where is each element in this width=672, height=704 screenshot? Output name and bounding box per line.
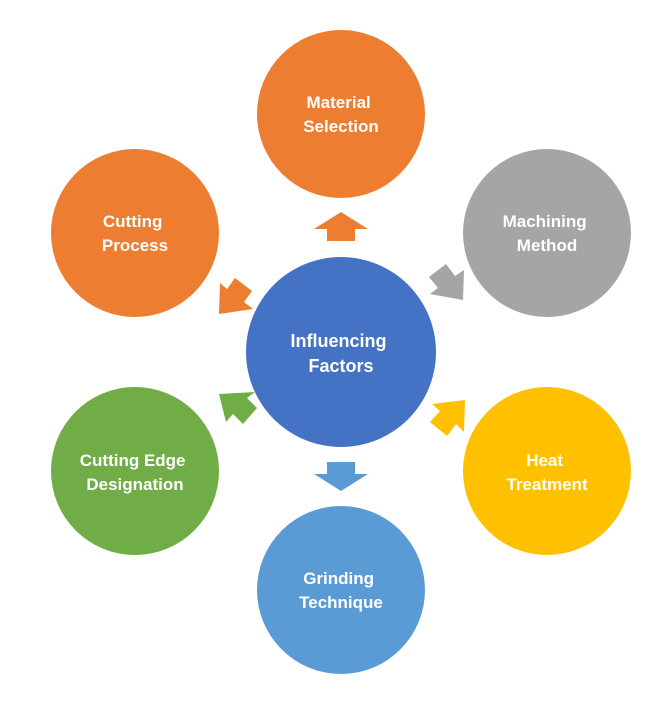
node-label-line: Grinding (303, 569, 374, 588)
node-label-line: Treatment (506, 475, 588, 494)
node-cutting-edge-designation: Cutting Edge Designation (51, 387, 219, 555)
node-grinding-technique: Grinding Technique (257, 506, 425, 674)
svg-text:Grinding Technique: Grinding Technique (299, 569, 383, 612)
svg-text:Material Selection: Material Selection (303, 93, 379, 136)
arrow-to-grinding-technique (314, 462, 368, 491)
node-label-line: Cutting Edge (80, 451, 186, 470)
arrow-to-machining-method (429, 264, 464, 300)
svg-text:Heat Treatment: Heat Treatment (506, 451, 588, 494)
center-label-line: Influencing (290, 331, 386, 351)
node-label-line: Cutting (103, 212, 162, 231)
node-machining-method: Machining Method (463, 149, 631, 317)
node-label-line: Designation (86, 475, 183, 494)
svg-text:Machining Method: Machining Method (503, 212, 592, 255)
arrow-to-cutting-edge-designation (219, 392, 257, 424)
node-label-line: Technique (299, 593, 383, 612)
arrow-to-cutting-process (219, 278, 253, 314)
node-label-line: Machining (503, 212, 587, 231)
svg-text:Influencing Factors: Influencing Factors (290, 331, 391, 376)
svg-text:Cutting Process: Cutting Process (102, 212, 168, 255)
node-label-line: Process (102, 236, 168, 255)
node-label-line: Selection (303, 117, 379, 136)
node-label-line: Material (307, 93, 371, 112)
svg-text:Cutting Edge Designation: Cutting Edge Designation (80, 451, 191, 494)
node-material-selection: Material Selection (257, 30, 425, 198)
node-cutting-process: Cutting Process (51, 149, 219, 317)
node-label-line: Method (517, 236, 577, 255)
arrow-to-material-selection (314, 212, 368, 241)
center-node-influencing-factors: Influencing Factors (246, 257, 436, 447)
center-label-line: Factors (308, 356, 373, 376)
arrow-to-heat-treatment (430, 400, 465, 436)
node-heat-treatment: Heat Treatment (463, 387, 631, 555)
node-label-line: Heat (526, 451, 563, 470)
